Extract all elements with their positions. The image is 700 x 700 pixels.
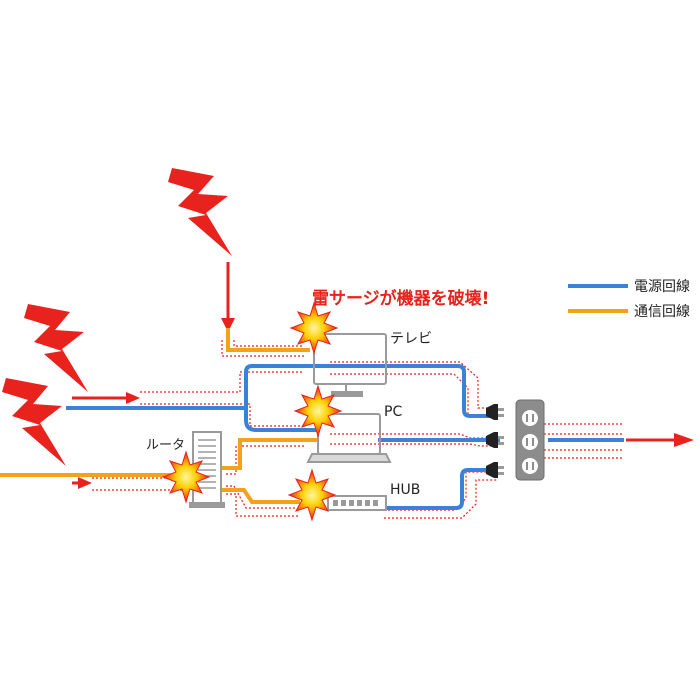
diagram-title: 雷サージが機器を破壊! (312, 289, 490, 309)
pc-label: PC (384, 404, 403, 420)
legend-power-swatch (568, 284, 628, 288)
lightning-icon (2, 378, 66, 466)
spark-icon (289, 301, 339, 355)
router-label: ルータ (146, 438, 186, 453)
tv-icon (313, 333, 387, 397)
lightning-icon (168, 168, 232, 256)
spark-icon (287, 468, 337, 522)
legend-power-label: 電源回線 (634, 279, 690, 295)
plug-icon (486, 404, 504, 420)
plug-icon (486, 462, 504, 478)
arrow-icon (72, 477, 92, 489)
hub-icon (327, 495, 387, 511)
legend-comm-label: 通信回線 (634, 304, 690, 320)
hub-label: HUB (390, 482, 421, 498)
power-lines (66, 364, 624, 510)
comm-lines (0, 328, 318, 504)
lightning-icon (24, 304, 88, 392)
arrow-icon (221, 262, 235, 332)
plug-icon (486, 432, 504, 448)
legend-comm: 通信回線 (568, 301, 690, 321)
power-strip-icon (515, 399, 545, 481)
spark-icon (293, 384, 343, 438)
arrow-icon (72, 392, 140, 404)
spark-icon (161, 450, 211, 504)
tv-label: テレビ (390, 331, 432, 347)
arrow-icon (626, 433, 694, 447)
legend-comm-swatch (568, 309, 628, 313)
legend-power: 電源回線 (568, 276, 690, 296)
